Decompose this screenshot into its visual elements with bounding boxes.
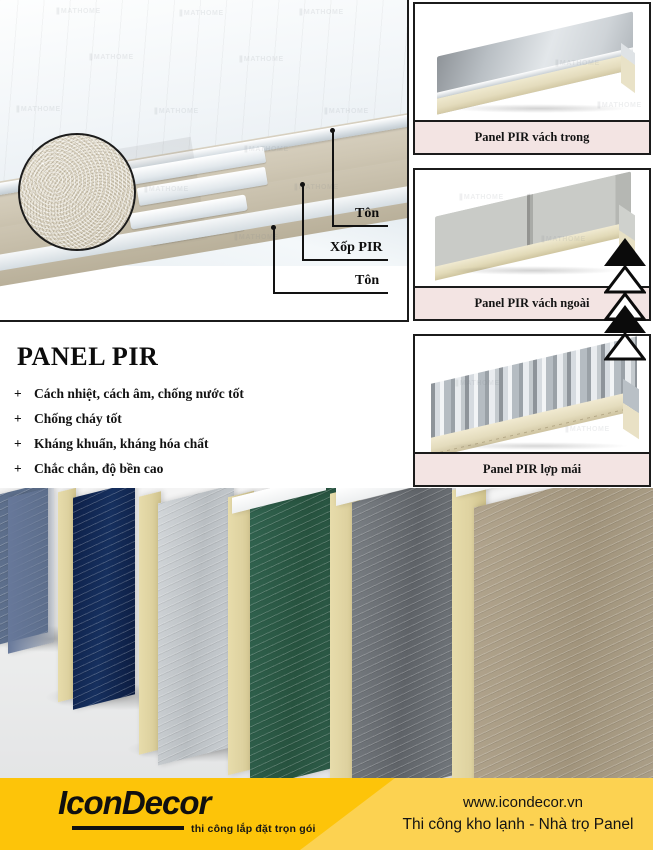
panel-shadow (449, 104, 629, 113)
list-item: + Chắc chắn, độ bền cao (14, 461, 404, 477)
product-card-caption: Panel PIR vách trong (415, 120, 649, 153)
callout-line-top-sheet-h (332, 225, 388, 227)
feature-text: Chống cháy tốt (34, 411, 122, 426)
list-item (474, 488, 653, 778)
pir-foam-magnified-circle (18, 133, 136, 251)
panel-face (250, 488, 336, 778)
panel-face (352, 488, 452, 778)
callout-line-foam (302, 184, 304, 260)
feature-list: + Cách nhiệt, cách âm, chống nước tốt + … (14, 386, 404, 486)
panel-face (158, 488, 234, 766)
list-item: + Cách nhiệt, cách âm, chống nước tốt (14, 386, 404, 402)
page-title: PANEL PIR (17, 342, 159, 371)
panel-side-face (623, 378, 639, 440)
brand-logo[interactable]: IconDecor thi công lắp đặt trọn gói (58, 784, 315, 835)
inner-wall-panel-image: MATHOME MATHOME (415, 4, 649, 122)
product-card-inner-wall: MATHOME MATHOME Panel PIR vách trong (413, 2, 651, 155)
footer: IconDecor thi công lắp đặt trọn gói www.… (0, 778, 653, 850)
callout-line-bottom-sheet-h (273, 292, 388, 294)
panel-face (474, 488, 653, 778)
watermark: MATHOME (459, 194, 504, 201)
product-card-caption: Panel PIR lợp mái (415, 452, 649, 485)
bullet-marker: + (14, 461, 22, 476)
panel-side-face (619, 204, 635, 260)
list-item (73, 488, 135, 710)
outer-wall-panel-image: MATHOME MATHOME (415, 170, 649, 288)
panel-face (8, 488, 54, 654)
caption-text: Panel PIR lợp mái (482, 462, 582, 476)
list-item (158, 488, 234, 766)
bullet-marker: + (14, 411, 22, 426)
brand-tagline: thi công lắp đặt trọn gói (191, 823, 316, 835)
colored-panel-stack-photo (0, 488, 653, 778)
panel-ribs (73, 488, 135, 710)
bullet-marker: + (14, 436, 22, 451)
list-item (352, 488, 452, 778)
list-item: + Chống cháy tốt (14, 411, 404, 427)
list-item (8, 488, 54, 654)
caption-text: Panel PIR vách trong (474, 130, 590, 144)
panel-shadow (445, 266, 621, 275)
panel-ribs (474, 488, 653, 778)
feature-text: Kháng khuẩn, kháng hóa chất (34, 436, 209, 451)
callout-line-foam-h (302, 259, 388, 261)
list-item (250, 488, 336, 778)
callout-label-foam: Xốp PIR (330, 240, 383, 255)
feature-text: Cách nhiệt, cách âm, chống nước tốt (34, 386, 244, 401)
roof-panel-geometry (431, 336, 639, 454)
panel-shadow (445, 442, 629, 450)
services-text: Thi công kho lạnh - Nhà trọ Panel (402, 816, 634, 833)
bullet-marker: + (14, 386, 22, 401)
caption-text: Panel PIR vách ngoài (474, 296, 590, 310)
callout-line-top-sheet (332, 130, 334, 226)
callout-line-bottom-sheet (273, 227, 275, 293)
brand-name: IconDecor (58, 784, 211, 821)
product-card-roof: MATHOME MATHOME Panel PIR lợp mái (413, 334, 651, 487)
callout-label-bottom-sheet: Tôn (355, 273, 380, 288)
panel-cross-section-photo: MATHOME MATHOME MATHOME MATHOME MATHOME … (0, 0, 409, 322)
list-item: + Kháng khuẩn, kháng hóa chất (14, 436, 404, 452)
panel-ribs (250, 488, 336, 778)
roof-panel-image: MATHOME MATHOME (415, 336, 649, 454)
panel-face (73, 488, 135, 710)
website-url[interactable]: www.icondecor.vn (462, 794, 584, 811)
feature-text: Chắc chắn, độ bền cao (34, 461, 164, 476)
panel-ribs (158, 488, 234, 766)
logo-underline (72, 826, 184, 830)
product-card-outer-wall: MATHOME MATHOME Panel PIR vách ngoài (413, 168, 651, 321)
callout-label-top-sheet: Tôn (355, 206, 380, 221)
panel-ribs (352, 488, 452, 778)
product-card-caption: Panel PIR vách ngoài (415, 286, 649, 319)
info-block: PANEL PIR + Cách nhiệt, cách âm, chống n… (0, 324, 409, 488)
